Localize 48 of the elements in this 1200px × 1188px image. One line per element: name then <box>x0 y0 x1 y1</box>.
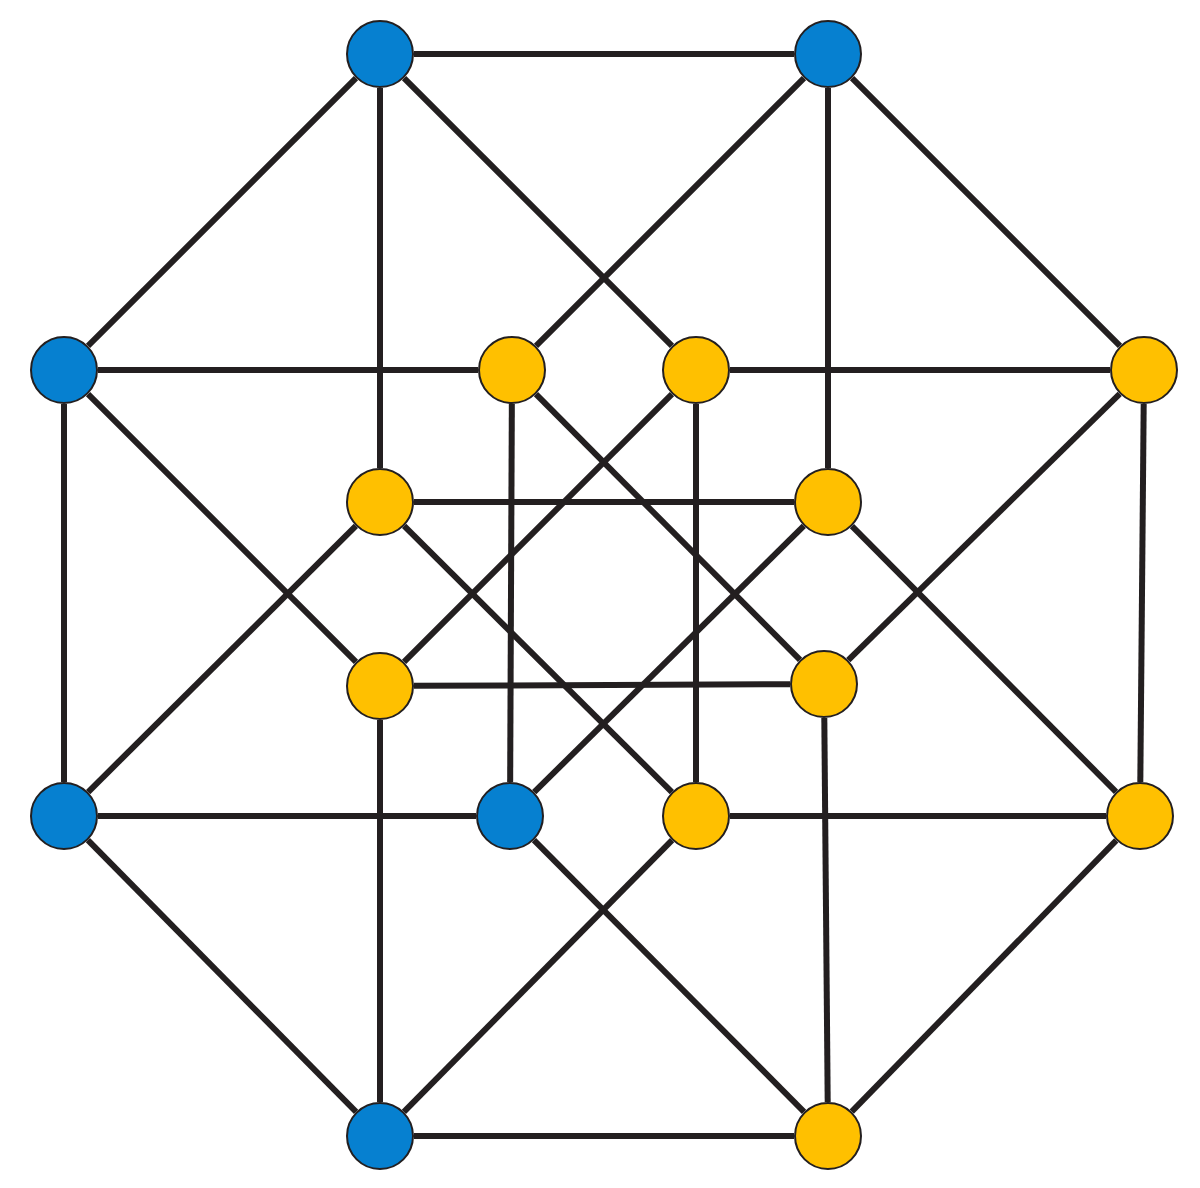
graph-vertex <box>790 650 858 718</box>
edge-line <box>85 838 359 1114</box>
edge-line <box>531 838 807 1114</box>
edge-line <box>402 523 674 795</box>
edge-line <box>414 681 790 689</box>
edge-line <box>849 838 1119 1114</box>
edge-line <box>86 523 358 795</box>
edge-line <box>377 88 383 468</box>
graph-vertex <box>476 782 544 850</box>
graph-vertex <box>794 468 862 536</box>
graph-vertex <box>1106 782 1174 850</box>
edge-line <box>98 813 476 819</box>
edge-line <box>414 1133 794 1139</box>
edge-line <box>85 391 359 665</box>
edge-line <box>85 75 359 349</box>
edge-line <box>849 75 1123 349</box>
edge-line <box>532 523 806 795</box>
graph-vertex <box>794 1102 862 1170</box>
graph-vertex <box>346 468 414 536</box>
edge-line <box>414 51 794 57</box>
edge-line <box>533 392 803 662</box>
edge-line <box>846 391 1122 663</box>
edge-line <box>98 367 478 373</box>
edge-line <box>730 367 1110 373</box>
edge-line <box>401 391 675 665</box>
graph-vertex <box>794 20 862 88</box>
edge-line <box>401 838 675 1114</box>
edge-line <box>61 404 67 782</box>
graph-vertex <box>662 782 730 850</box>
edge-line <box>401 75 675 349</box>
graph-vertex <box>346 20 414 88</box>
edge-line <box>414 499 794 505</box>
graph-vertex <box>478 336 546 404</box>
edge-line <box>730 813 1106 819</box>
graph-vertex <box>30 336 98 404</box>
graph-vertex <box>346 1102 414 1170</box>
edge-line <box>1137 403 1147 783</box>
edge-line <box>693 404 699 782</box>
edge-line <box>377 720 383 1102</box>
edge-line <box>825 88 831 468</box>
graph-vertex <box>1110 336 1178 404</box>
graph-vertex <box>346 652 414 720</box>
edge-line <box>507 404 515 782</box>
graph-vertex <box>662 336 730 404</box>
edge-line <box>533 75 807 349</box>
edge-line <box>821 717 831 1103</box>
graph-vertex <box>30 782 98 850</box>
edge-line <box>849 524 1119 794</box>
